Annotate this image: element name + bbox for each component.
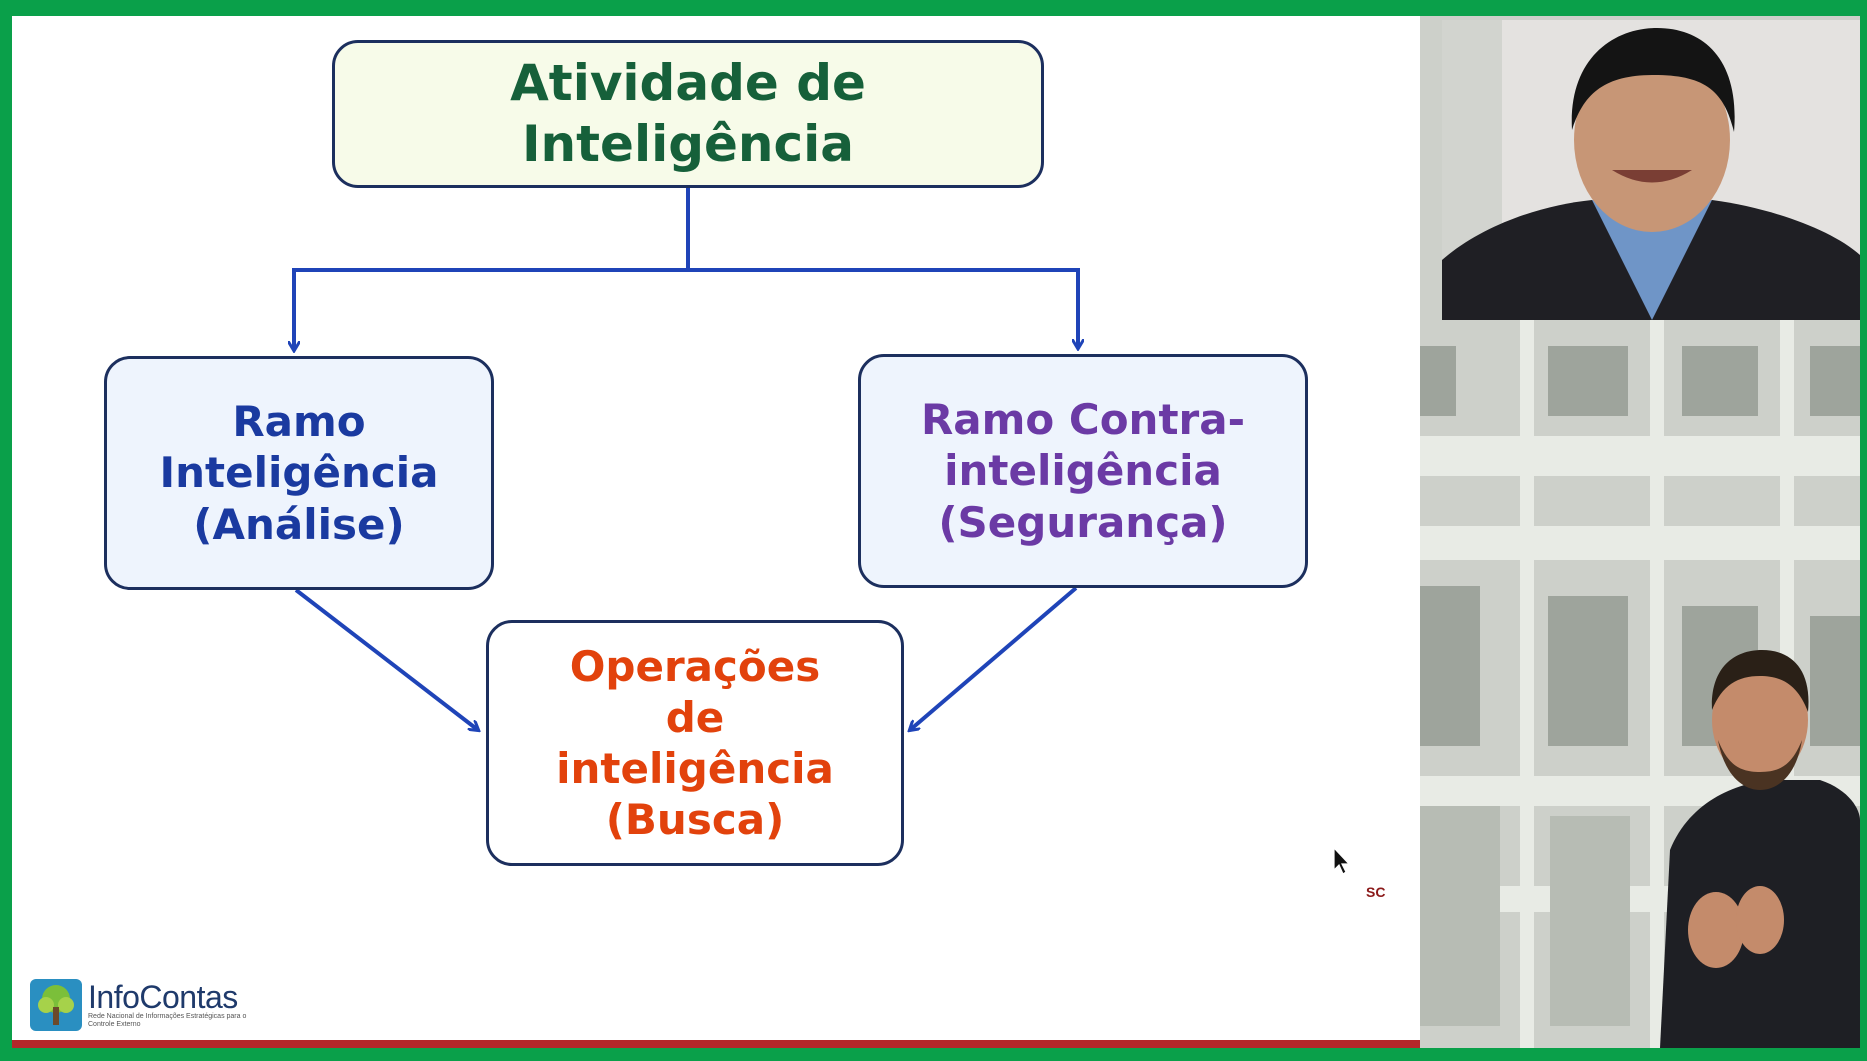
box-ramo-inteligencia: Ramo Inteligência (Análise) — [104, 356, 494, 590]
mouse-cursor-icon — [1333, 846, 1351, 875]
box-atividade-de-inteligencia: Atividade de Inteligência — [332, 40, 1044, 188]
speaker-video — [1442, 20, 1860, 320]
sign-language-interpreter-video — [1420, 320, 1860, 1048]
tree-logo-icon — [30, 979, 82, 1031]
infocontas-logo: InfoContas Rede Nacional de Informações … — [30, 974, 270, 1036]
logo-name: InfoContas — [88, 978, 238, 1015]
box-right-label: Ramo Contra- inteligência (Segurança) — [920, 395, 1246, 547]
box-ramo-contrainteligencia: Ramo Contra- inteligência (Segurança) — [858, 354, 1308, 588]
logo-subtitle: Rede Nacional de Informações Estratégica… — [88, 1012, 247, 1028]
box-operacoes-de-inteligencia: Operações de inteligência (Busca) — [486, 620, 904, 866]
flow-arrows — [12, 188, 1420, 1048]
interpreter-person — [1660, 650, 1860, 1048]
speaker-person — [1442, 20, 1860, 320]
box-bottom-label: Operações de inteligência (Busca) — [556, 641, 834, 845]
arrow-right-to-bottom — [910, 586, 1078, 730]
box-left-label: Ramo Inteligência (Análise) — [159, 397, 439, 549]
video-panel — [1420, 16, 1860, 1048]
presentation-slide: Atividade de Inteligência Ramo Inteligên… — [12, 16, 1420, 1048]
slide-footer-bar — [12, 1040, 1420, 1048]
corner-mark: SC — [1366, 884, 1386, 900]
arrow-left-to-bottom — [294, 588, 478, 730]
box-top-label: Atividade de Inteligência — [510, 54, 866, 173]
